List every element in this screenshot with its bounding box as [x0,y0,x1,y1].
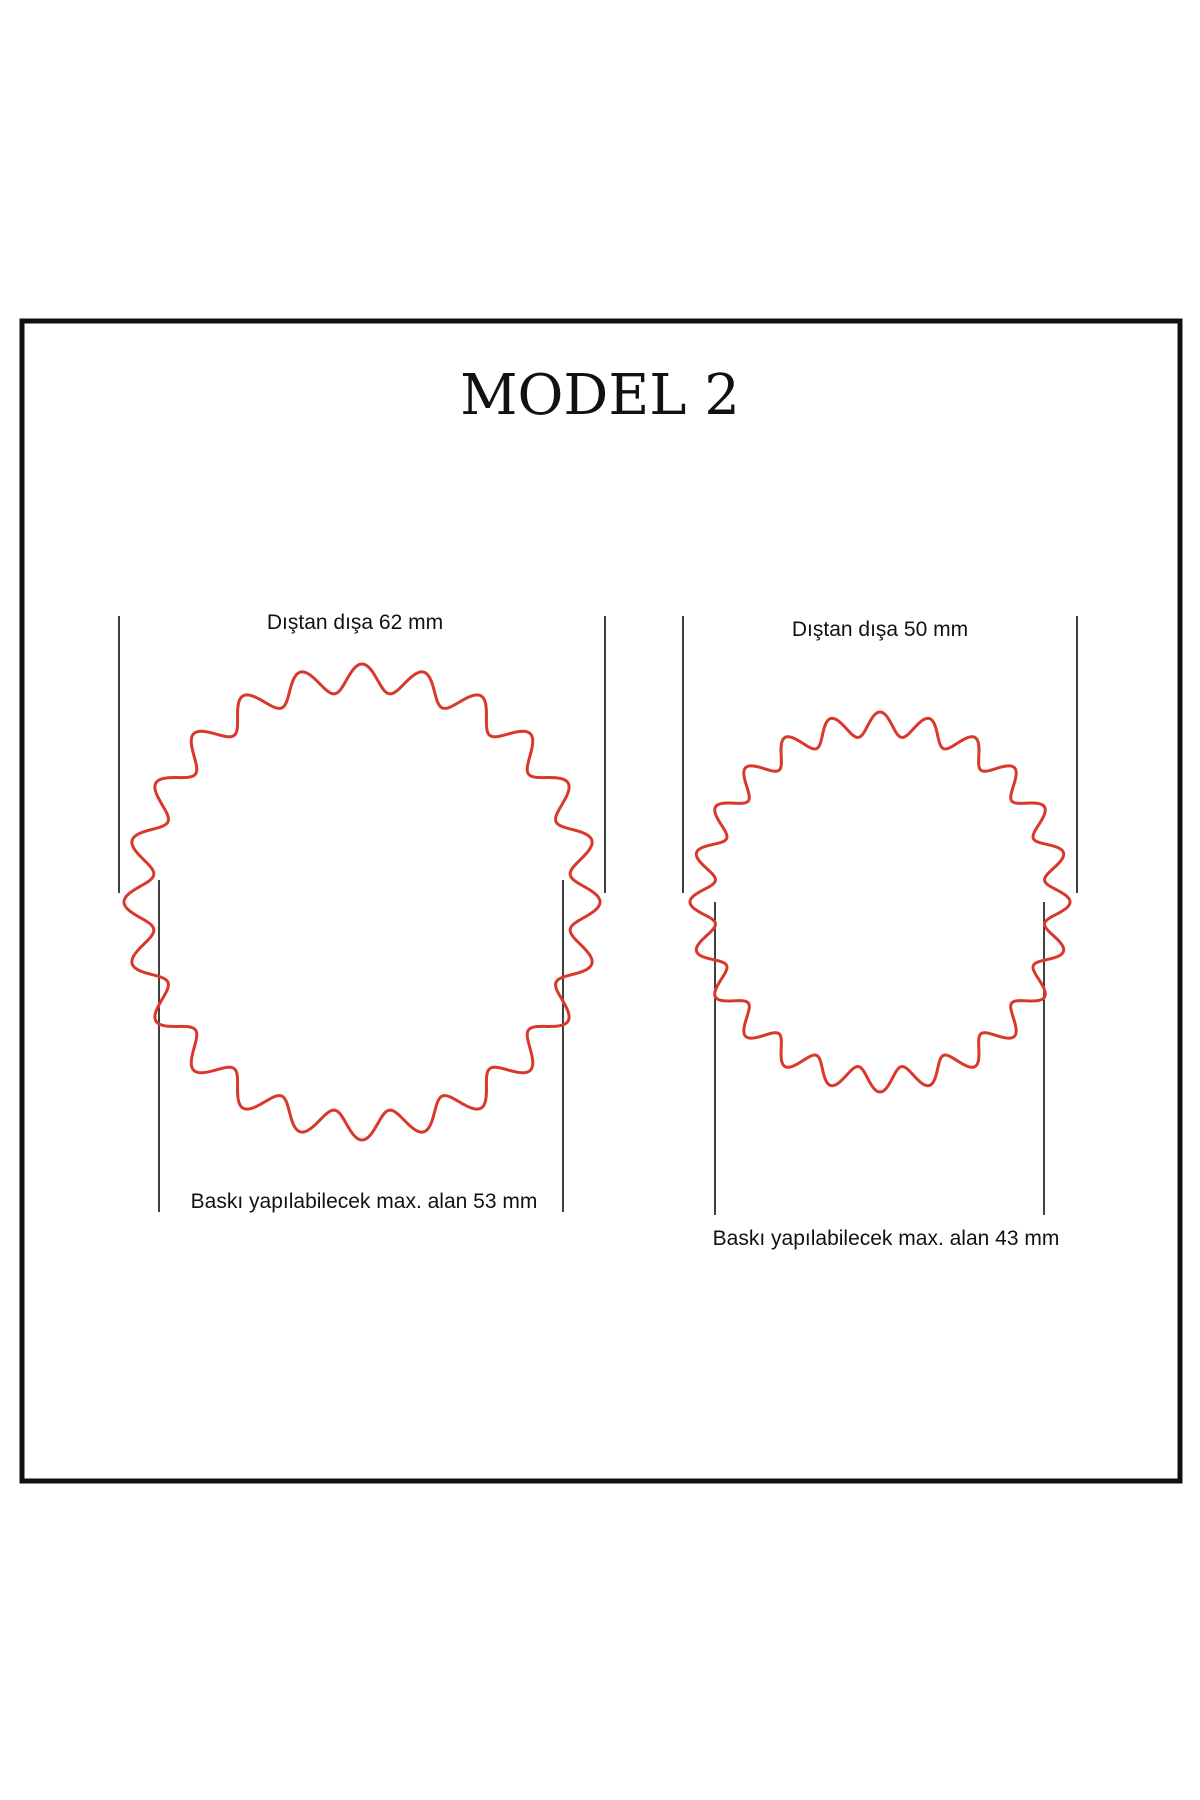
outer-frame [19,318,1183,1484]
model-50mm: Dıştan dışa 50 mm Baskı yapılabilecek ma… [682,616,1078,1250]
outer-dimension-label: Dıştan dışa 50 mm [792,618,968,641]
print-area-label: Baskı yapılabilecek max. alan 53 mm [191,1190,538,1213]
print-area-label: Baskı yapılabilecek max. alan 43 mm [713,1227,1060,1250]
scalloped-outline [122,662,602,1142]
page-title: MODEL 2 [460,363,740,428]
outer-dimension-label: Dıştan dışa 62 mm [267,611,443,634]
model-62mm: Dıştan dışa 62 mm Baskı yapılabilecek ma… [118,611,606,1213]
scalloped-outline [688,710,1072,1094]
